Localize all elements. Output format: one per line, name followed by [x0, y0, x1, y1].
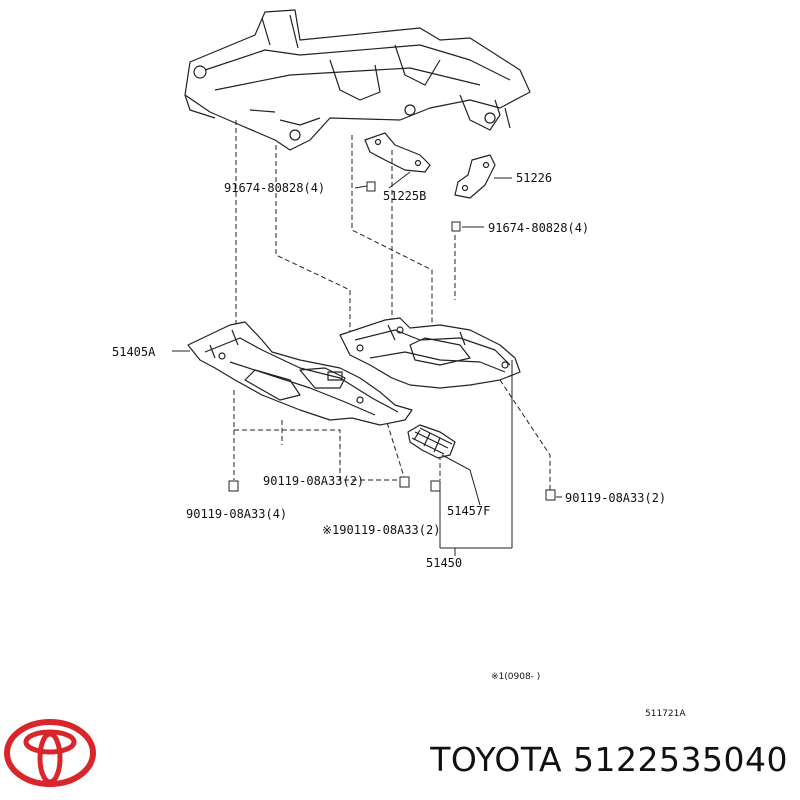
lower-bolt-left-icon [228, 480, 239, 492]
label-bolt-upper-right: 91674-80828(4) [488, 221, 589, 235]
solid-leaders [172, 171, 562, 556]
label-bolt-mid: 90119-08A33(2) [263, 474, 364, 488]
footer-part-number: 5122535040 [573, 740, 788, 779]
label-diagram-id: 511721A [645, 709, 686, 719]
label-part-51405a: 51405A [112, 345, 156, 359]
frame-crossmember [184, 9, 531, 151]
label-bolt-upper-left: 91674-80828(4) [224, 181, 325, 195]
label-part-51457f: 51457F [447, 504, 490, 518]
toyota-logo-icon [4, 719, 96, 787]
label-part-51225b: 51225B [383, 189, 426, 203]
label-part-51226: 51226 [516, 171, 552, 185]
lower-bolt-note-icon [430, 480, 441, 492]
label-bolt-right: 90119-08A33(2) [565, 491, 666, 505]
upper-bolt-left-icon [366, 181, 376, 192]
cover-51405a [187, 321, 413, 426]
lower-bolt-mid-icon [399, 476, 410, 488]
lower-bolt-right-icon [545, 489, 556, 501]
footer-brand: TOYOTA [430, 740, 563, 779]
label-note-code: ※1(0908- ) [491, 672, 540, 682]
grille-51457f [407, 424, 456, 459]
label-bolt-left: 90119-08A33(4) [186, 507, 287, 521]
bracket-51225b [364, 132, 431, 173]
upper-bolt-right-icon [451, 221, 461, 232]
cover-right [339, 317, 521, 389]
dashed-leaders [233, 120, 551, 490]
footer-brand-line: TOYOTA 5122535040 [430, 740, 788, 779]
bracket-51226 [454, 154, 496, 199]
label-bolt-note: ※190119-08A33(2) [322, 523, 440, 537]
label-part-51450: 51450 [426, 556, 462, 570]
